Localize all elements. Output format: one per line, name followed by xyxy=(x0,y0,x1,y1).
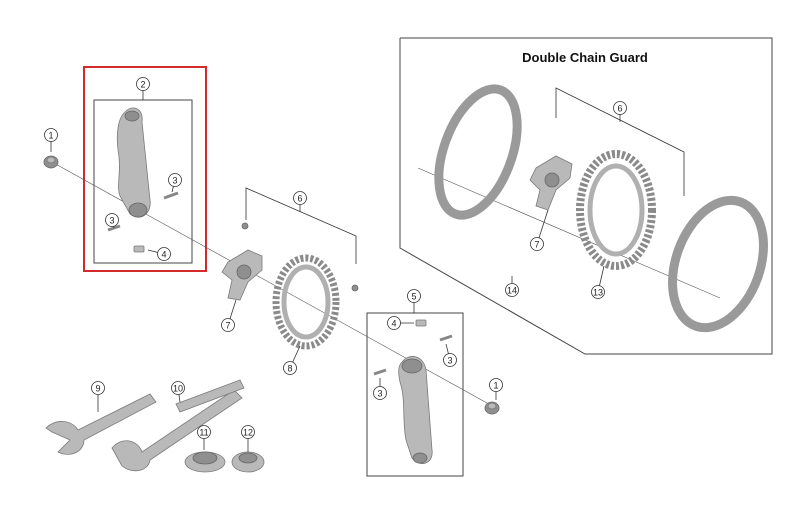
callout-3: 3 xyxy=(373,378,387,400)
callout-11: 11 xyxy=(197,425,211,450)
bb-socket-tool xyxy=(184,451,226,473)
fixing-bolt-left xyxy=(43,155,59,169)
chain-guard-outer xyxy=(668,195,768,333)
callout-3: 3 xyxy=(105,213,119,229)
callout-1: 1 xyxy=(489,378,503,400)
bottom-bracket-cup xyxy=(231,451,265,473)
callout-6: 6 xyxy=(293,191,307,212)
callout-number: 3 xyxy=(172,176,177,186)
callout-number: 4 xyxy=(391,319,396,329)
callout-number: 2 xyxy=(140,80,145,90)
callout-number: 4 xyxy=(161,250,166,260)
callout-number: 3 xyxy=(447,356,452,366)
left-crank-highlight-box[interactable] xyxy=(83,66,207,272)
fixing-bolt-right xyxy=(484,401,500,415)
callout-2: 2 xyxy=(136,77,150,100)
callout-number: 6 xyxy=(297,194,302,204)
chain-guard-inner xyxy=(434,84,522,220)
callout-4: 4 xyxy=(387,316,414,330)
callout-9: 9 xyxy=(91,381,105,412)
callout-10: 10 xyxy=(171,381,185,403)
pinch-bolt-right-upper xyxy=(439,334,453,342)
pinch-bolt-upper-left xyxy=(163,191,179,200)
callout-number: 12 xyxy=(243,428,253,438)
bb-adapter-tool xyxy=(111,379,245,472)
callout-number: 11 xyxy=(199,428,208,438)
callout-number: 5 xyxy=(411,292,416,302)
chain-guard-group-frame xyxy=(399,37,773,355)
callout-4: 4 xyxy=(147,247,171,261)
bb-wrench-tool xyxy=(45,393,157,455)
callout-number: 14 xyxy=(507,286,517,296)
right-crank-group-frame xyxy=(366,312,464,477)
pinch-bolt-right-lower xyxy=(373,368,387,376)
callout-number: 6 xyxy=(617,104,622,114)
callout-13: 13 xyxy=(591,265,605,299)
callout-number: 1 xyxy=(48,131,53,141)
callout-8: 8 xyxy=(283,345,301,375)
callout-14: 14 xyxy=(505,276,519,297)
callout-number: 13 xyxy=(593,288,603,298)
callout-7: 7 xyxy=(221,299,237,332)
callout-number: 1 xyxy=(493,381,498,391)
callout-number: 9 xyxy=(95,384,100,394)
double-chain-guard-title: Double Chain Guard xyxy=(522,50,648,65)
stopper-plate-right xyxy=(415,319,427,327)
chainring-guard xyxy=(576,150,656,270)
callout-6: 6 xyxy=(613,101,627,122)
callout-number: 3 xyxy=(377,389,382,399)
crank-spider-center xyxy=(221,249,263,301)
callout-number: 10 xyxy=(173,384,183,394)
left-crank-arm xyxy=(116,107,151,218)
stopper-plate-left xyxy=(133,245,145,253)
callout-number: 7 xyxy=(534,240,539,250)
callout-1: 1 xyxy=(44,128,58,152)
main-axis-line xyxy=(51,161,497,409)
callout-number: 7 xyxy=(225,321,230,331)
callout-7: 7 xyxy=(530,209,549,251)
callout-number: 8 xyxy=(287,364,292,374)
callout-3: 3 xyxy=(443,343,457,367)
callout-5: 5 xyxy=(407,289,421,313)
chainring-bolt-center xyxy=(241,222,359,292)
callout-number: 3 xyxy=(109,216,114,226)
spider-guard xyxy=(529,155,573,211)
bolt-set-bracket-center xyxy=(245,187,357,264)
callout-3: 3 xyxy=(168,173,182,193)
callout-12: 12 xyxy=(241,425,255,452)
right-crank-arm xyxy=(398,356,433,464)
chainring-center xyxy=(272,254,340,350)
